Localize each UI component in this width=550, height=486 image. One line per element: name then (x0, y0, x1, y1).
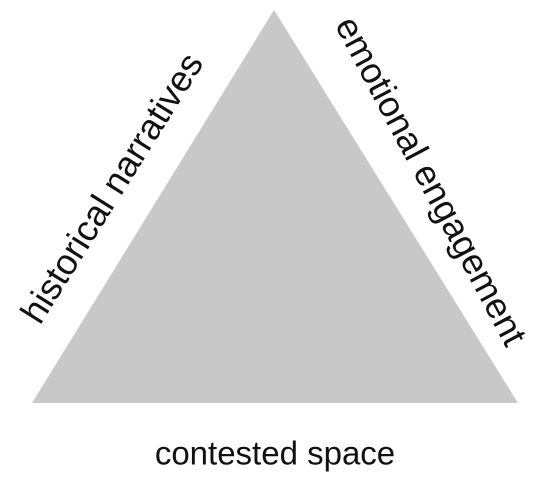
bottom-label: contested space (154, 434, 396, 472)
triangle-shape (32, 10, 518, 403)
